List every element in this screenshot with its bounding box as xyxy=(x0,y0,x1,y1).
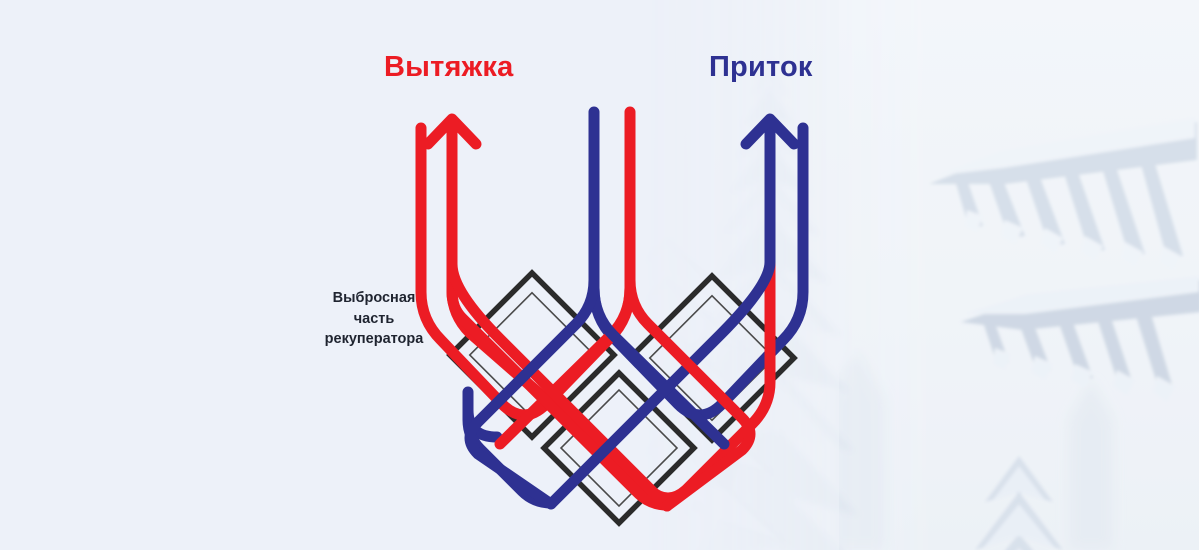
exhaust-outlet-stroke xyxy=(446,118,673,511)
recuperator-part-label-line1: Выбросная xyxy=(332,290,416,306)
exhaust-inlet-path xyxy=(494,108,636,450)
cell-outer-outline xyxy=(540,369,698,527)
recuperator-cell-center-bottom xyxy=(540,369,698,527)
flow-supply-in xyxy=(464,108,600,510)
exhaust-arrow-head-icon xyxy=(422,113,482,150)
cell-inner-outline xyxy=(559,388,679,508)
flow-exhaust-out xyxy=(446,122,673,512)
supply-arrow-head-icon xyxy=(740,113,800,150)
airflow-final xyxy=(446,108,776,512)
recuperator-part-label: Выбросная часть рекуператора xyxy=(300,288,448,350)
recuperator-part-label-line3: рекуператора xyxy=(324,331,424,348)
supply-label: Приток xyxy=(709,51,813,83)
flow-exhaust-in xyxy=(624,108,756,512)
recuperator-part-label-line2: часть xyxy=(353,310,395,327)
flow-supply-out xyxy=(545,122,776,510)
exhaust-label: Вытяжка xyxy=(384,51,514,83)
